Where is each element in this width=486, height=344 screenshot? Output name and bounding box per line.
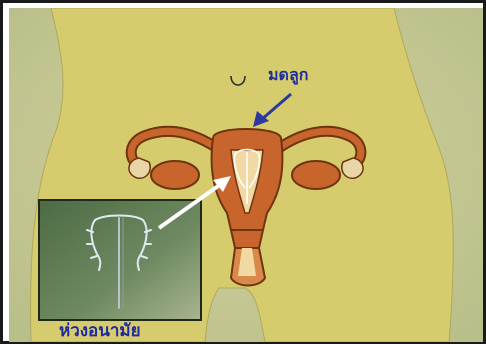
right-fimbriae xyxy=(342,158,363,178)
left-ovary xyxy=(151,161,199,189)
uterus-iud-illustration xyxy=(9,8,483,342)
uterus-label: มดลูก xyxy=(268,63,308,88)
iud-label: ห่วงอนามัย xyxy=(59,317,141,344)
right-ovary xyxy=(292,161,340,189)
cervix xyxy=(231,230,263,248)
iud-inset xyxy=(39,200,201,320)
left-fimbriae xyxy=(129,158,150,178)
